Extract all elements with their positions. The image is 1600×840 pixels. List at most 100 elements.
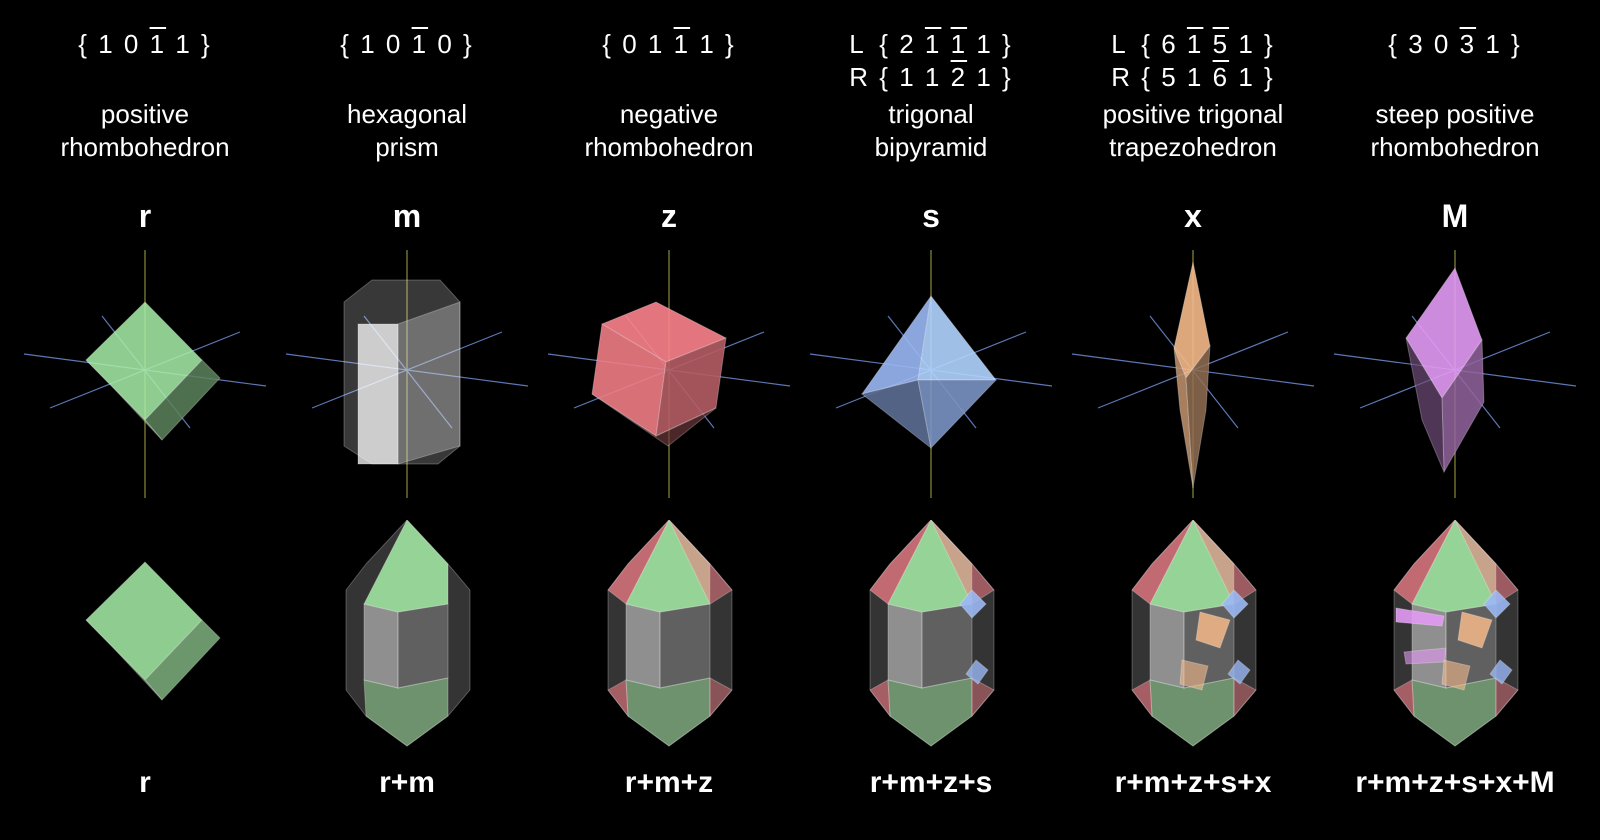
form-name-line-1: positive [100, 99, 190, 129]
miller-digit: 6 [1161, 29, 1178, 59]
crystal-r-face-bottom [887, 677, 973, 747]
crystal-r-face-top [363, 520, 449, 613]
crystal-x-face-upper [1457, 611, 1493, 649]
miller-digit: 1 [647, 29, 665, 59]
miller-digit: 1 [175, 29, 192, 59]
miller-digit: 0 [622, 29, 639, 59]
rhombohedron-face-bottom [85, 619, 163, 701]
miller-digit: 5 [1161, 62, 1178, 92]
combination-label: r+m+z+s+x [1114, 766, 1272, 799]
crystal-r-face-bottom [1411, 677, 1497, 747]
miller-digit: 0 [437, 29, 454, 59]
miller-digit: 3 [1408, 29, 1425, 59]
crystal-z-face-top-right [668, 520, 733, 605]
miller-digit: 0 [123, 29, 141, 59]
miller-digit: 1 [976, 29, 993, 59]
crystal-M-face-lower [1403, 647, 1447, 665]
miller-line: { 3 0 3 1 } [1388, 29, 1522, 59]
crystal-z-face-bottom-right [1233, 677, 1257, 718]
prism-face-front [357, 323, 399, 465]
miller-digit: 1 [899, 62, 916, 92]
combination-label: r+m+z [624, 766, 714, 799]
bipyramid-face-upper-right [917, 294, 998, 381]
form-name-line-2: rhombohedron [60, 132, 230, 162]
handedness-label: L [1111, 29, 1126, 59]
form-letter: x [1184, 198, 1202, 234]
crystal-x-face-lower [1179, 659, 1209, 691]
crystal-prism-face-side [397, 603, 449, 689]
miller-digit: 1 [1186, 29, 1204, 59]
form-column-r: { 1 0 1 1 } positive rhombohedron r r [14, 0, 276, 840]
miller-digit: 1 [1238, 62, 1255, 92]
miller-digit: 1 [976, 62, 993, 92]
crystal-prism-face-side [659, 603, 711, 689]
form-column-s: L{ 2 1 1 1 }R{ 1 1 2 1 } trigonal bipyra… [800, 0, 1062, 840]
miller-line: { 0 1 1 1 } [602, 29, 736, 59]
combination-label: r+m+z+s [869, 766, 993, 799]
form-name: negative rhombohedron [538, 98, 800, 164]
miller-index: { 1 0 1 0 } [276, 28, 538, 61]
miller-digit: 1 [149, 29, 167, 59]
crystal-r-face-bottom [1149, 677, 1235, 747]
miller-line: L{ 2 1 1 1 } [849, 29, 1013, 59]
miller-index: { 3 0 3 1 } [1324, 28, 1586, 61]
crystal-s-face-upper [1221, 589, 1249, 619]
miller-digit: 3 [1459, 29, 1477, 59]
form-name-line-1: trigonal [888, 99, 974, 129]
crystal-r-face-bottom [363, 677, 449, 747]
handedness-label: R [849, 62, 869, 92]
crystal-z-face-top-right [1192, 520, 1257, 605]
crystal-z-face-top-right [1454, 520, 1519, 605]
form-column-z: { 0 1 1 1 } negative rhombohedron z r+m+… [538, 0, 800, 840]
miller-digit: 1 [673, 29, 691, 59]
miller-digit: 2 [950, 62, 968, 92]
combination-label: r+m [379, 766, 435, 799]
crystal-x-face-lower [1441, 659, 1471, 691]
crystal-s-face-upper [1483, 589, 1511, 619]
miller-digit: 1 [98, 29, 115, 59]
miller-digit: 1 [699, 29, 716, 59]
crystal-s-face-lower [1227, 659, 1251, 685]
form-name-line-2: trapezohedron [1109, 132, 1277, 162]
combination-label: r+m+z+s+x+M [1355, 766, 1555, 799]
form-diagram-m [285, 250, 529, 498]
crystal-s-face-lower [1489, 659, 1513, 685]
miller-index: { 0 1 1 1 } [538, 28, 800, 61]
miller-digit: 0 [385, 29, 403, 59]
crystal-z-face-bottom-left [1131, 679, 1153, 718]
handedness-label: R [1111, 62, 1131, 92]
form-name-line-1: negative [619, 99, 719, 129]
miller-line: { 1 0 1 0 } [340, 29, 474, 59]
miller-line: L{ 6 1 5 1 } [1111, 29, 1275, 59]
rhombohedron-face-bottom [85, 359, 163, 441]
form-name: trigonal bipyramid [800, 98, 1062, 164]
form-letter: M [1441, 198, 1469, 234]
crystal-M-face-upper [1395, 607, 1445, 627]
combination-diagram-z [607, 520, 733, 747]
miller-digit: 1 [411, 29, 429, 59]
miller-digit: 6 [1212, 62, 1230, 92]
combination-diagram-M [1393, 520, 1519, 747]
crystal-z-face-top-left [1131, 520, 1194, 605]
combination-diagram-s [869, 520, 995, 747]
crystal-s-face-upper [959, 589, 987, 619]
crystal-prism-face-front [625, 603, 661, 689]
form-diagram-r [23, 250, 267, 498]
miller-line: { 1 0 1 1 } [78, 29, 212, 59]
miller-line: R{ 1 1 2 1 } [849, 62, 1013, 92]
crystal-s-face-lower [965, 659, 989, 685]
combination-label: r [139, 766, 151, 799]
form-letter: z [661, 198, 677, 234]
crystal-z-face-top-left [607, 520, 670, 605]
miller-digit: 0 [1433, 29, 1451, 59]
form-name-line-1: hexagonal [347, 99, 467, 129]
form-name-line-2: rhombohedron [1370, 132, 1540, 162]
miller-digit: 5 [1212, 29, 1230, 59]
form-diagram-x [1071, 250, 1315, 498]
form-name-line-1: steep positive [1375, 99, 1535, 129]
crystal-prism-face-front [363, 603, 399, 689]
crystal-z-face-bottom-left [607, 679, 629, 718]
miller-digit: 2 [899, 29, 916, 59]
crystal-z-face-bottom-left [1393, 679, 1415, 718]
form-diagram-z [547, 250, 791, 498]
